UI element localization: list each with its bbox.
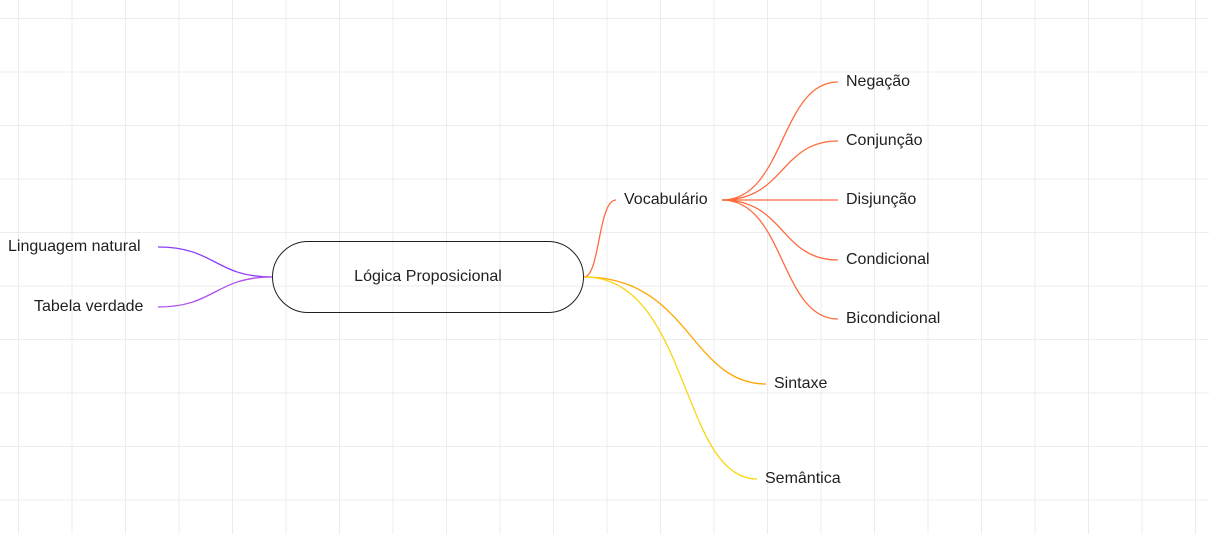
- node-linguagem-natural[interactable]: Linguagem natural: [8, 238, 141, 255]
- connector-sintaxe: [583, 276, 767, 385]
- connector-conjuncao: [721, 140, 839, 201]
- connector-vocabulario: [583, 199, 617, 278]
- connector-tabela-verdade: [157, 276, 273, 308]
- node-semantica[interactable]: Semântica: [765, 470, 841, 487]
- connector-condicional: [721, 199, 839, 261]
- node-tabela-verdade[interactable]: Tabela verdade: [34, 298, 144, 315]
- root-node[interactable]: Lógica Proposicional: [272, 241, 584, 313]
- node-sintaxe[interactable]: Sintaxe: [774, 375, 828, 392]
- node-disjuncao[interactable]: Disjunção: [846, 191, 917, 208]
- node-bicondicional[interactable]: Bicondicional: [846, 310, 941, 327]
- connector-linguagem-natural: [157, 246, 273, 278]
- connector-negacao: [721, 81, 839, 201]
- node-negacao[interactable]: Negação: [846, 73, 911, 90]
- node-vocabulario[interactable]: Vocabulário: [624, 191, 708, 208]
- connector-semantica: [583, 276, 758, 480]
- root-node-label: Lógica Proposicional: [354, 268, 502, 285]
- node-conjuncao[interactable]: Conjunção: [846, 132, 923, 149]
- node-condicional[interactable]: Condicional: [846, 251, 930, 268]
- connector-bicondicional: [721, 199, 839, 320]
